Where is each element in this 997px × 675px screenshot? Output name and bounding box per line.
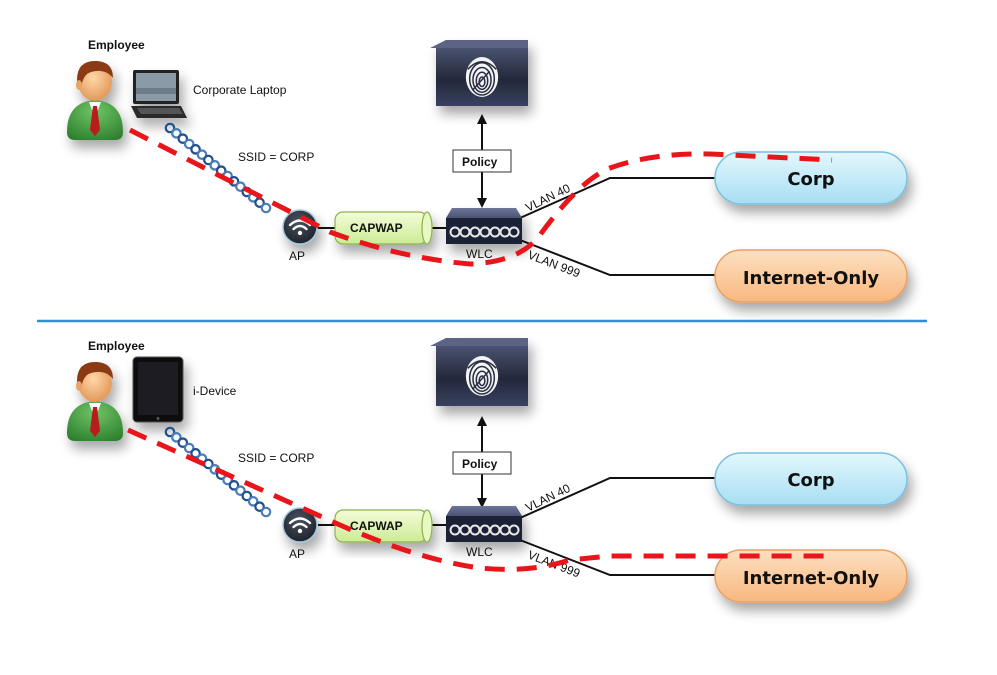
signal-coil	[260, 202, 272, 214]
signal-coil	[177, 133, 189, 144]
access-point-icon[interactable]	[282, 209, 318, 245]
employee-label: Employee	[88, 339, 145, 353]
policy-box[interactable]	[452, 451, 512, 475]
capwap-label: CAPWAP	[350, 519, 403, 533]
panel-bottom: Employee i-Device SSID = CORP AP CAPWAP	[67, 338, 908, 603]
signal-coil	[190, 144, 201, 155]
wlc-label: WLC	[466, 247, 493, 261]
ise-server-icon[interactable]	[430, 338, 528, 406]
signal-coil	[190, 448, 201, 459]
wlc-icon[interactable]	[446, 208, 522, 244]
signal-coil	[196, 149, 208, 160]
capwap-label: CAPWAP	[350, 221, 403, 235]
internet-only-label: Internet-Only	[743, 568, 880, 589]
link-vlan-40	[519, 177, 718, 219]
ap-label: AP	[289, 547, 305, 561]
signal-coil	[254, 501, 265, 512]
signal-coil	[164, 122, 176, 134]
fingerprint-icon	[465, 56, 499, 98]
signal-coil	[260, 506, 272, 518]
link-vlan-40	[519, 477, 718, 519]
signal-coil	[171, 432, 182, 443]
ise-server-icon[interactable]	[430, 40, 528, 106]
signal-coil	[247, 496, 259, 507]
corp-network[interactable]	[714, 452, 908, 506]
traffic-path	[126, 427, 830, 572]
access-point-icon[interactable]	[282, 507, 318, 543]
corp-label: Corp	[787, 470, 834, 491]
ssid-label: SSID = CORP	[238, 150, 314, 164]
signal-coil	[235, 181, 246, 192]
link-vlan-999	[519, 539, 718, 576]
capwap-tunnel[interactable]	[334, 509, 433, 543]
employee-label: Employee	[88, 38, 145, 52]
signal-coil	[228, 480, 240, 491]
ap-label: AP	[289, 249, 305, 263]
wlc-label: WLC	[466, 545, 493, 559]
signal-coil	[177, 437, 189, 448]
vlan-links	[318, 477, 718, 576]
signal-coil	[183, 138, 195, 150]
employee-avatar[interactable]	[67, 60, 123, 141]
laptop-icon[interactable]	[131, 70, 187, 118]
tablet-icon[interactable]	[132, 356, 184, 423]
vlan-links	[318, 177, 718, 276]
device-label: Corporate Laptop	[193, 83, 287, 97]
internet-only-network[interactable]	[714, 549, 908, 603]
panel-top: Employee Corporate Laptop SSID = CORP AP	[67, 38, 908, 303]
fingerprint-icon	[465, 355, 499, 397]
policy-label: Policy	[462, 457, 498, 471]
device-label: i-Device	[193, 384, 237, 398]
corp-label: Corp	[787, 169, 834, 190]
wireless-signal-icon	[164, 122, 272, 214]
wlc-icon[interactable]	[446, 506, 522, 542]
signal-coil	[171, 128, 182, 139]
corp-network[interactable]	[714, 151, 908, 205]
signal-coil	[183, 442, 195, 454]
capwap-tunnel[interactable]	[334, 211, 433, 245]
employee-avatar[interactable]	[67, 361, 123, 441]
signal-coil	[203, 154, 214, 166]
signal-coil	[241, 490, 253, 502]
signal-coil	[209, 160, 221, 171]
policy-label: Policy	[462, 155, 498, 169]
link-vlan-999	[519, 239, 718, 276]
signal-coil	[235, 485, 246, 496]
signal-coil	[164, 426, 176, 438]
internet-only-label: Internet-Only	[743, 268, 880, 289]
ssid-label: SSID = CORP	[238, 451, 314, 465]
internet-only-network[interactable]	[714, 249, 908, 303]
traffic-path	[128, 127, 833, 267]
policy-box[interactable]	[452, 149, 512, 173]
